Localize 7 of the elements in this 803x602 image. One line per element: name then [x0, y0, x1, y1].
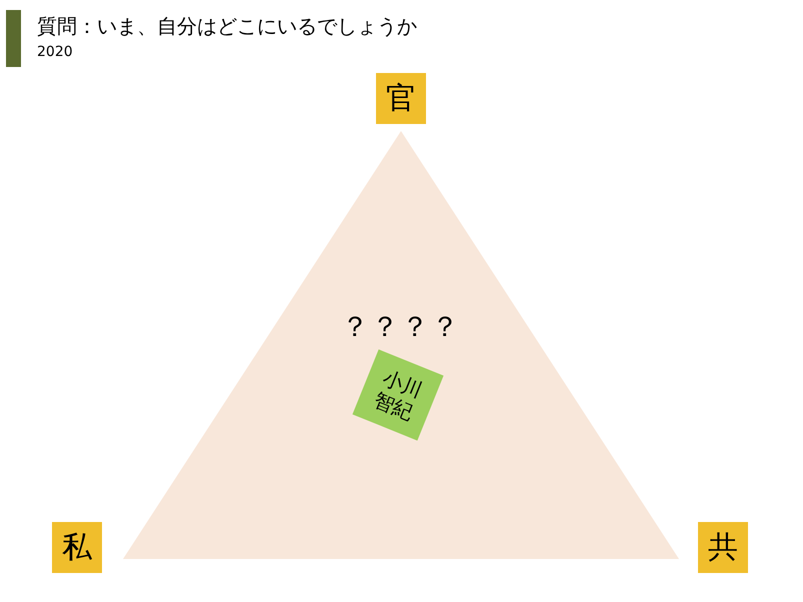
triangle-shape [123, 131, 679, 559]
corner-label: 私 [52, 522, 102, 573]
corner-label: 官 [376, 73, 426, 124]
corner-label: 共 [698, 522, 748, 573]
question-marks: ？？？？ [340, 313, 462, 341]
title: 質問：いま、自分はどこにいるでしょうか [37, 13, 417, 39]
subtitle-year: 2020 [37, 43, 73, 61]
